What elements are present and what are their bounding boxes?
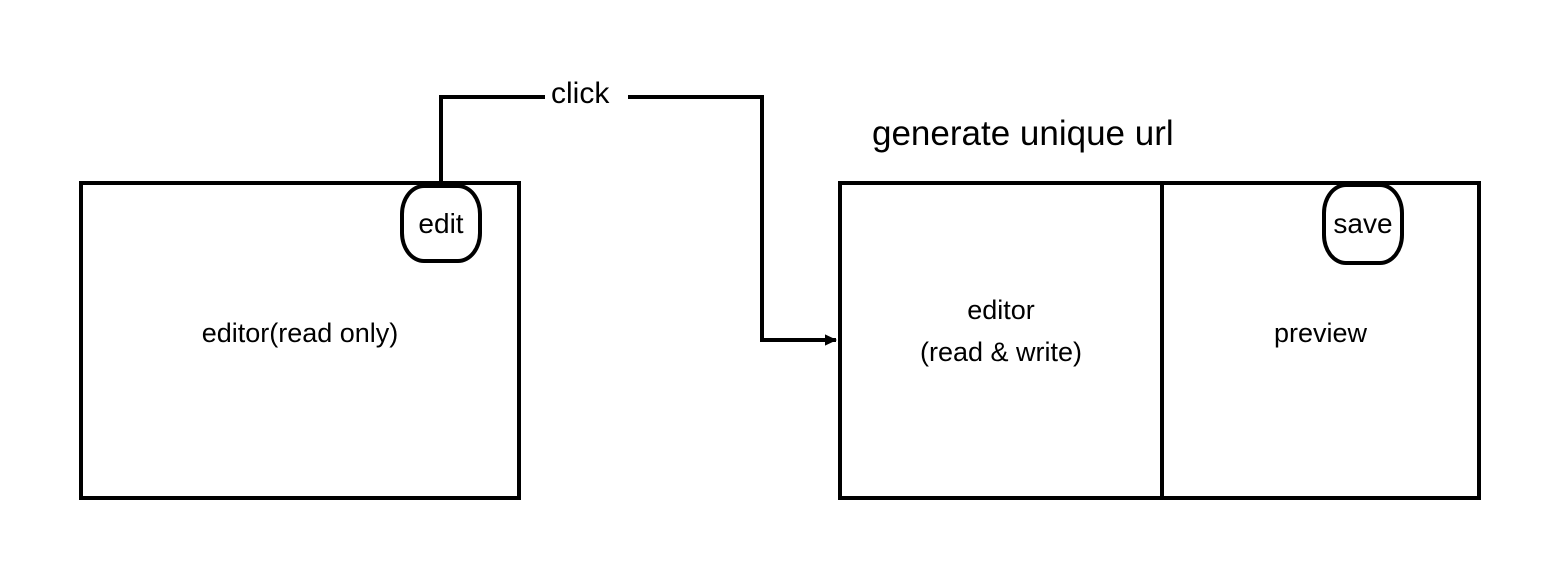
edge-segment-arrow — [628, 95, 837, 346]
preview-label: preview — [1273, 318, 1368, 348]
edge-label-click: click — [545, 79, 616, 109]
edit-button[interactable]: edit — [400, 184, 482, 263]
edit-button-label: edit — [418, 207, 464, 239]
save-button-label: save — [1333, 208, 1393, 239]
editor-readonly-label: editor(read only) — [201, 318, 399, 348]
editor-readwrite-label: editor (read & write) — [919, 295, 1083, 367]
save-button[interactable]: save — [1322, 183, 1404, 265]
generate-unique-url-title: generate unique url — [872, 114, 1174, 153]
panel-split-divider — [1160, 185, 1164, 496]
edge-segment-riser — [439, 95, 548, 185]
